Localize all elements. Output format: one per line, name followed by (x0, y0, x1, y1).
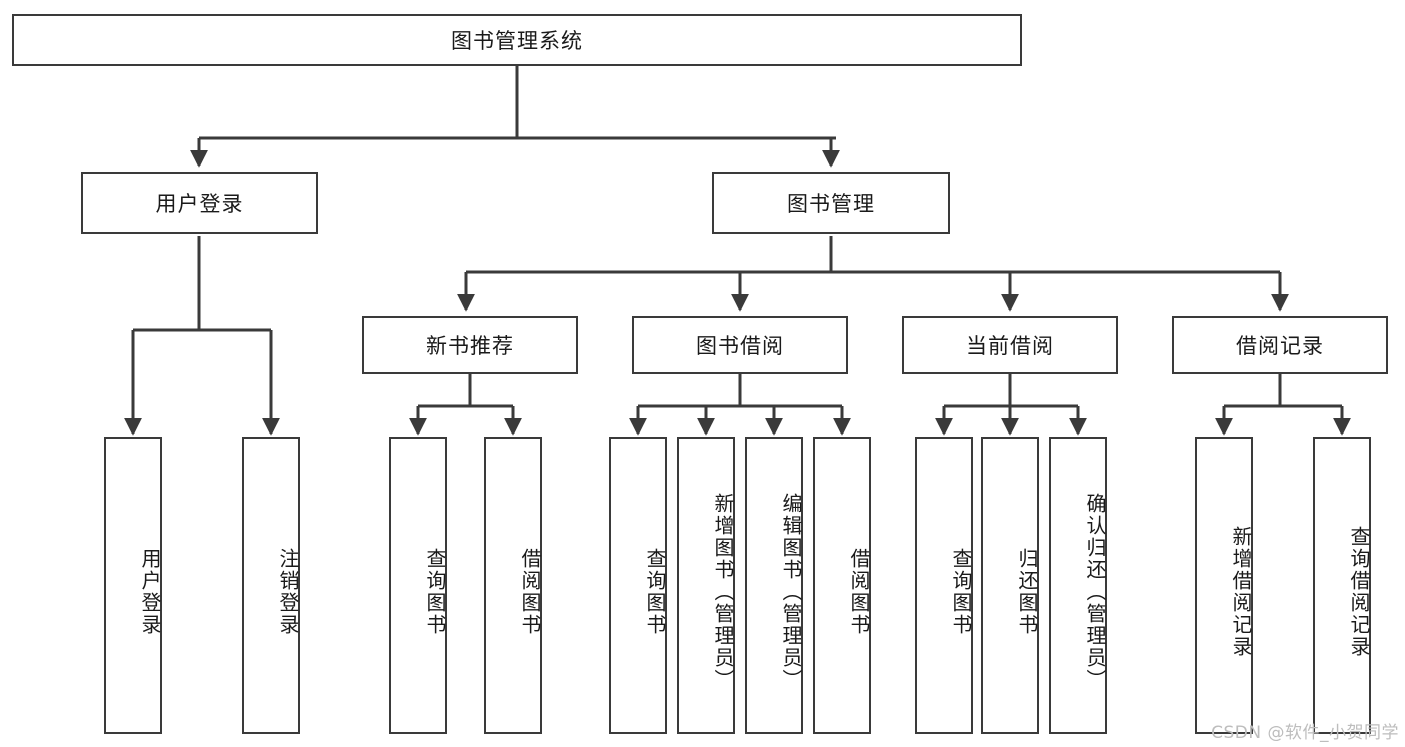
leaf-book-borrow-1[interactable]: 查询图书 (609, 437, 667, 734)
leaf-current-borrow-2[interactable]: 归还图书 (981, 437, 1039, 734)
leaf-label: 查询借阅记录 (1347, 525, 1371, 658)
node-new-book-recommend[interactable]: 新书推荐 (362, 316, 578, 374)
node-book-borrow-label: 图书借阅 (696, 334, 784, 358)
leaf-user-login-1[interactable]: 用户登录 (104, 437, 162, 734)
node-user-login[interactable]: 用户登录 (81, 172, 318, 234)
node-book-manage-label: 图书管理 (787, 192, 875, 216)
leaf-label: 用户登录 (138, 547, 162, 636)
leaf-label: 归还图书 (1015, 547, 1039, 636)
node-borrow-record-label: 借阅记录 (1236, 334, 1324, 358)
leaf-label: 查询图书 (423, 547, 447, 636)
node-current-borrow-label: 当前借阅 (966, 334, 1054, 358)
watermark: CSDN @软件_小贺同学 (1211, 723, 1399, 743)
node-book-manage[interactable]: 图书管理 (712, 172, 950, 234)
leaf-label: 借阅图书 (847, 547, 871, 636)
leaf-label: 注销登录 (276, 547, 300, 636)
leaf-new-book-1[interactable]: 查询图书 (389, 437, 447, 734)
leaf-label: 编辑图书（管理员） (779, 492, 803, 691)
node-root[interactable]: 图书管理系统 (12, 14, 1022, 66)
leaf-user-login-2[interactable]: 注销登录 (242, 437, 300, 734)
node-current-borrow[interactable]: 当前借阅 (902, 316, 1118, 374)
node-book-borrow[interactable]: 图书借阅 (632, 316, 848, 374)
leaf-book-borrow-2[interactable]: 新增图书（管理员） (677, 437, 735, 734)
leaf-label: 新增图书（管理员） (711, 492, 735, 691)
leaf-label: 确认归还（管理员） (1083, 492, 1107, 691)
node-user-login-label: 用户登录 (155, 192, 244, 216)
leaf-current-borrow-3[interactable]: 确认归还（管理员） (1049, 437, 1107, 734)
leaf-label: 查询图书 (643, 547, 667, 636)
leaf-label: 借阅图书 (518, 547, 542, 636)
leaf-book-borrow-4[interactable]: 借阅图书 (813, 437, 871, 734)
leaf-new-book-2[interactable]: 借阅图书 (484, 437, 542, 734)
leaf-label: 新增借阅记录 (1229, 525, 1253, 658)
leaf-borrow-record-2[interactable]: 查询借阅记录 (1313, 437, 1371, 734)
leaf-borrow-record-1[interactable]: 新增借阅记录 (1195, 437, 1253, 734)
leaf-label: 查询图书 (949, 547, 973, 636)
node-new-book-recommend-label: 新书推荐 (426, 334, 514, 358)
node-borrow-record[interactable]: 借阅记录 (1172, 316, 1388, 374)
leaf-book-borrow-3[interactable]: 编辑图书（管理员） (745, 437, 803, 734)
node-root-label: 图书管理系统 (451, 29, 583, 53)
leaf-current-borrow-1[interactable]: 查询图书 (915, 437, 973, 734)
